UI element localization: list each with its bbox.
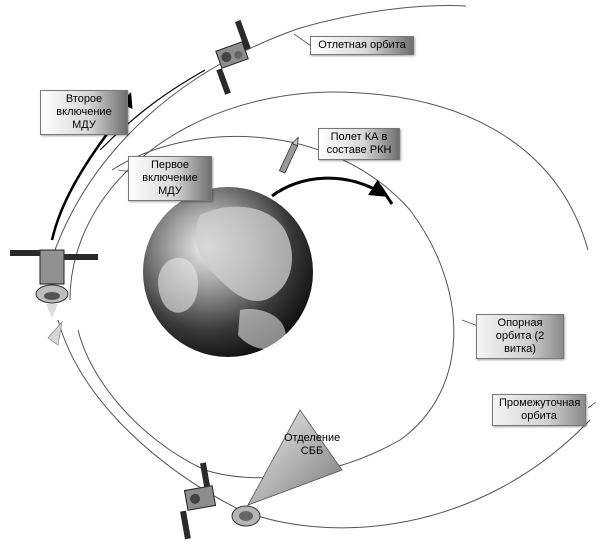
spacecraft-icon-left xyxy=(10,249,98,318)
launch-vehicle-icon xyxy=(278,136,299,174)
departure-orbit-label: Отлетная орбита xyxy=(310,36,414,55)
spacecraft-icon-bottom xyxy=(180,462,217,540)
second-burn-label: Второе включение МДУ xyxy=(40,90,128,135)
intermediate-orbit-label: Промежуточная орбита xyxy=(492,394,586,426)
ascent-trajectory xyxy=(271,176,389,198)
parking-orbit-ellipse xyxy=(77,135,455,479)
separation-pointer-cone xyxy=(247,409,343,506)
exhaust-cone xyxy=(47,320,63,346)
departure-orbit-line xyxy=(51,5,467,259)
separation-label: Отделение СББ xyxy=(284,432,341,457)
parking-orbit-label: Опорная орбита (2 витка) xyxy=(476,314,564,359)
ascent-end-tick xyxy=(378,185,394,205)
flight-with-lv-label: Полет КА в составе РКН xyxy=(318,128,400,160)
drop-tank-icon xyxy=(231,505,261,527)
intermediate-orbit-line xyxy=(69,91,589,301)
first-burn-label: Первое включение МДУ xyxy=(128,156,212,201)
spacecraft-icon-top xyxy=(215,19,251,95)
second-burn-arc xyxy=(99,69,206,151)
earth-globe-icon xyxy=(143,187,313,357)
